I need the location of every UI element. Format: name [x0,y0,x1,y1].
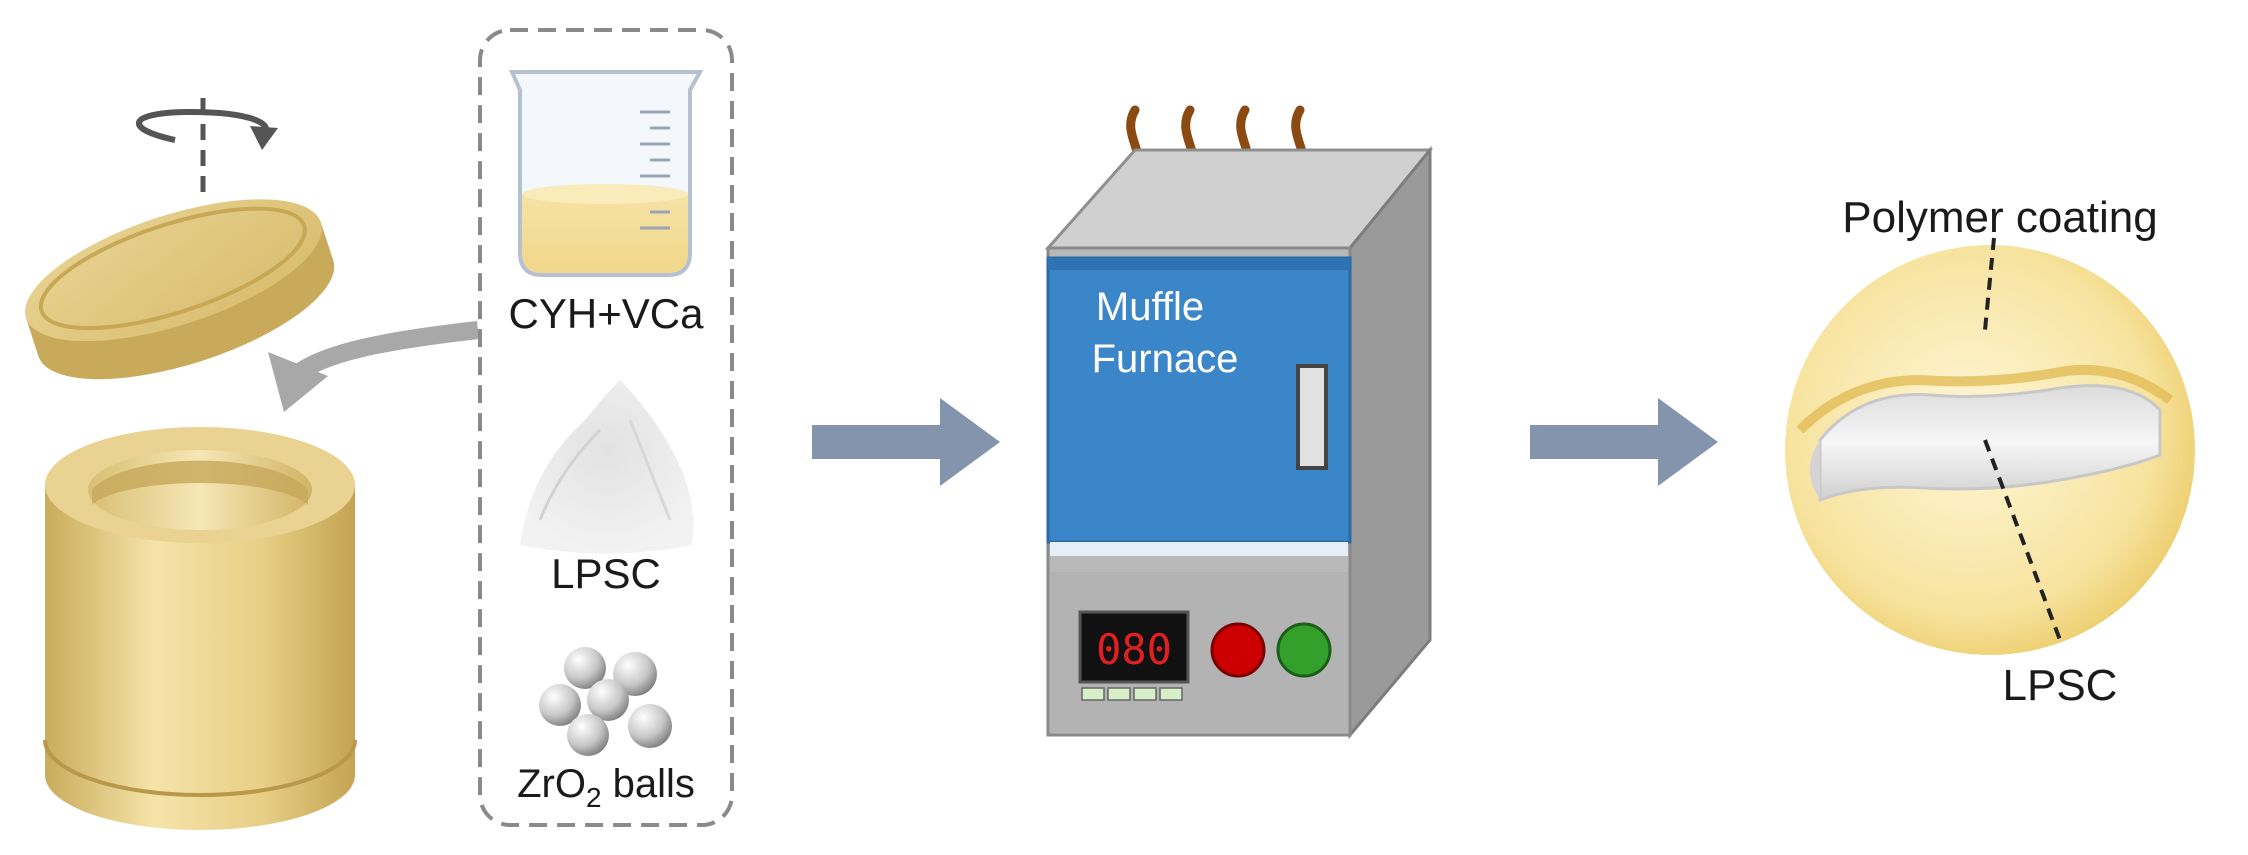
coating-leader-line [1983,237,1996,331]
balls-label: ZrO2 balls [517,762,695,813]
curved-arrowhead-icon [268,352,328,412]
coating-label: Polymer coating [1842,193,2157,242]
solution-label: CYH+VCa [509,290,705,337]
furnace-label-line1: Muffle [1096,285,1204,329]
powder-pile-icon [520,380,694,554]
jar-lid [25,199,335,380]
red-button[interactable] [1210,622,1266,678]
milling-jar [25,98,357,830]
rotation-arrow-icon [136,108,270,143]
jar-body [45,485,355,830]
process-arrow-2 [1530,398,1718,486]
zirconia-balls-icon [539,647,672,756]
temperature-display [1078,610,1190,684]
furnace-label-line2: Furnace [1092,337,1239,381]
curved-transfer-arrow [285,321,480,385]
furnace-side [1348,145,1432,740]
furnace-door-handle [1296,364,1328,470]
ingredients-dashed-box [478,28,734,827]
temperature-readout: 080 [1096,625,1172,674]
display-keypad [1081,687,1183,701]
rotation-arrowhead-icon [250,126,278,150]
lpsc-core [1818,384,2162,503]
core-leader-line [1983,439,2062,641]
beaker-icon [508,70,704,277]
ingredients-panel: CYH+VCa LPSC ZrO2 balls [478,28,734,827]
powder-label: LPSC [551,550,661,597]
green-button[interactable] [1276,622,1332,678]
core-label: LPSC [2003,661,2118,710]
process-arrow-1 [812,398,1000,486]
coated-particle: Polymer coating LPSC [1785,193,2195,710]
muffle-furnace: Muffle Furnace 080 [1044,105,1434,740]
